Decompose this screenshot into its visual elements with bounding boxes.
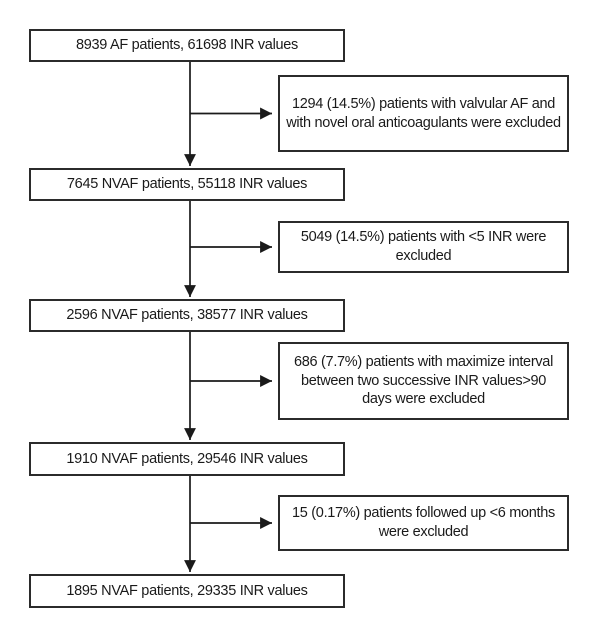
flow-box-stage-1-label: 8939 AF patients, 61698 INR values	[76, 37, 298, 54]
flow-box-exclusion-2: 5049 (14.5%) patients with <5 INR were e…	[278, 221, 569, 273]
flow-box-stage-5: 1895 NVAF patients, 29335 INR values	[29, 574, 345, 608]
flow-box-exclusion-4-label: 15 (0.17%) patients followed up <6 month…	[292, 505, 555, 540]
flow-box-exclusion-1-label: 1294 (14.5%) patients with valvular AF a…	[286, 95, 561, 131]
flow-box-stage-3-label: 2596 NVAF patients, 38577 INR values	[66, 307, 308, 324]
flow-box-exclusion-3-label: 686 (7.7%) patients with maximize interv…	[294, 354, 553, 408]
flow-box-stage-4: 1910 NVAF patients, 29546 INR values	[29, 442, 345, 476]
flow-box-stage-4-label: 1910 NVAF patients, 29546 INR values	[66, 450, 308, 467]
flow-box-stage-3: 2596 NVAF patients, 38577 INR values	[29, 299, 345, 332]
flow-box-exclusion-4: 15 (0.17%) patients followed up <6 month…	[278, 495, 569, 551]
flow-box-stage-2-label: 7645 NVAF patients, 55118 INR values	[66, 176, 308, 193]
flow-box-exclusion-3: 686 (7.7%) patients with maximize interv…	[278, 342, 569, 420]
flow-box-exclusion-2-label: 5049 (14.5%) patients with <5 INR were e…	[300, 229, 547, 264]
flow-box-stage-1: 8939 AF patients, 61698 INR values	[29, 29, 345, 62]
flow-box-exclusion-1: 1294 (14.5%) patients with valvular AF a…	[278, 75, 569, 152]
flow-box-stage-2: 7645 NVAF patients, 55118 INR values	[29, 168, 345, 201]
flow-box-stage-5-label: 1895 NVAF patients, 29335 INR values	[66, 582, 308, 599]
